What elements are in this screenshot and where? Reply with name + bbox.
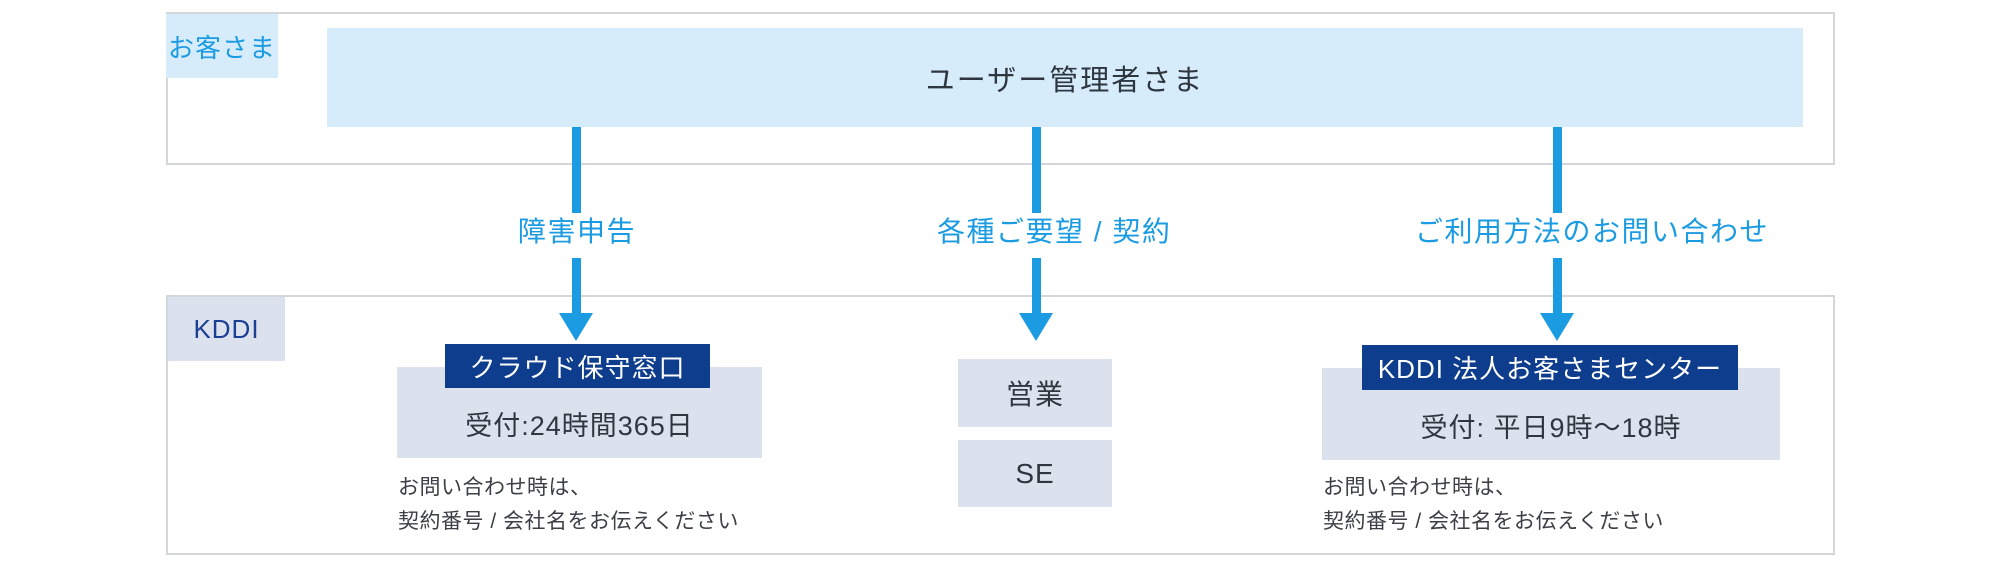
flow3-line-lower [1553,258,1562,313]
customer-center-hours: 受付: 平日9時〜18時 [1420,412,1682,443]
se-box-text: SE [1015,457,1055,489]
flow3-label-text: ご利用方法のお問い合わせ [1415,216,1770,247]
flow3-label: ご利用方法のお問い合わせ [1415,217,1769,247]
flow2-line-lower [1032,258,1041,313]
user-admin-bar-text: ユーザー管理者さま [925,64,1205,97]
cloud-desk-title-text: クラウド保守窓口 [469,352,686,383]
customer-section-label: お客さま [166,14,278,78]
cloud-desk-note: お問い合わせ時は、 契約番号 / 会社名をお伝えください [398,471,739,539]
customer-center-title-text: KDDI 法人お客さまセンター [1377,354,1723,384]
sales-box-text: 営業 [1005,379,1064,410]
flow1-down-arrow-icon [559,313,593,341]
flow3-down-arrow-icon [1540,313,1574,341]
flow2-down-arrow-icon [1019,313,1053,341]
customer-center-note-line1: お問い合わせ時は、 [1323,476,1517,499]
customer-center-note-line2: 契約番号 / 会社名をお伝えください [1323,510,1664,533]
cloud-desk-hours: 受付:24時間365日 [465,410,694,441]
user-admin-bar: ユーザー管理者さま [327,28,1803,127]
flow1-label: 障害申告 [518,217,636,247]
cloud-desk-note-line2: 契約番号 / 会社名をお伝えください [398,510,739,533]
kddi-section-label-text: KDDI [193,313,260,344]
sales-box: 営業 [958,359,1112,427]
flow3-line-upper [1553,127,1562,213]
customer-center-note: お問い合わせ時は、 契約番号 / 会社名をお伝えください [1323,471,1664,539]
flow2-line-upper [1032,127,1041,213]
flow1-label-text: 障害申告 [518,216,637,247]
flow2-label: 各種ご要望 / 契約 [937,217,1171,247]
customer-center-title: KDDI 法人お客さまセンター [1362,345,1738,390]
flow2-label-text: 各種ご要望 / 契約 [937,216,1172,247]
se-box: SE [958,440,1112,507]
flow1-line-upper [572,127,581,213]
flow1-line-lower [572,258,581,313]
cloud-desk-note-line1: お問い合わせ時は、 [398,476,592,499]
kddi-section-label: KDDI [168,297,285,361]
cloud-desk-title: クラウド保守窓口 [445,344,710,388]
customer-section-label-text: お客さま [167,32,276,63]
